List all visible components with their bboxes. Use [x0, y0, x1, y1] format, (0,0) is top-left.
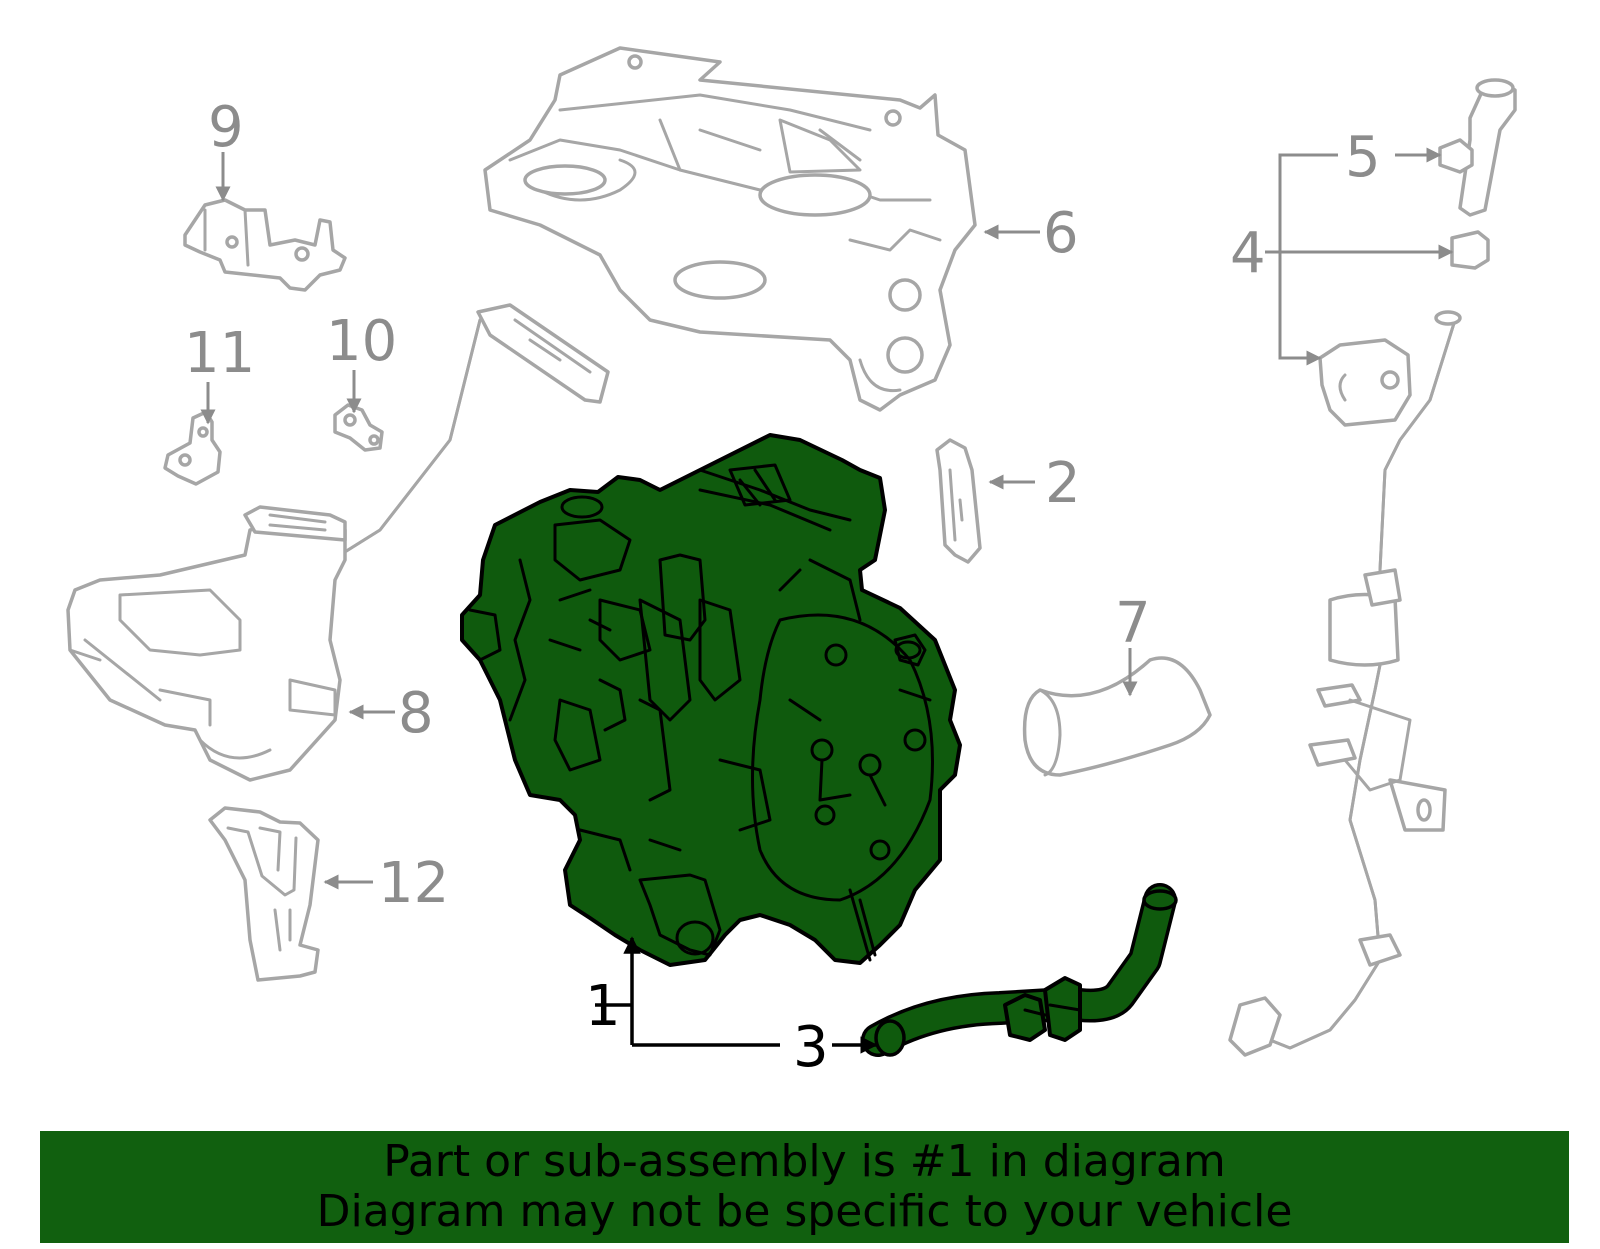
part-8-reservoir [66, 303, 610, 782]
callout-10: 10 [326, 309, 397, 374]
callout-5: 5 [1345, 125, 1381, 190]
part-1-transaxle-assembly [460, 433, 962, 967]
part-3-hose[interactable] [861, 883, 1178, 1057]
part-12-bracket [208, 806, 320, 982]
callout-7: 7 [1115, 591, 1151, 656]
callout-1: 1 [585, 974, 621, 1039]
banner-line-2: Diagram may not be specific to your vehi… [316, 1186, 1293, 1237]
callout-8: 8 [398, 681, 434, 746]
part-11-bracket [163, 410, 222, 486]
callout-6: 6 [1043, 201, 1079, 266]
part-6-engine-cover [483, 46, 977, 412]
callout-4: 4 [1230, 221, 1266, 286]
leader-lines [200, 147, 1454, 1054]
callout-11: 11 [184, 321, 255, 386]
part-4-tube-assembly [1228, 78, 1517, 1057]
callout-3: 3 [793, 1015, 829, 1080]
part-2-sensor [935, 438, 982, 564]
part-7-hose [1022, 656, 1212, 777]
callout-9: 9 [208, 95, 244, 160]
info-banner: Part or sub-assembly is #1 in diagram Di… [40, 1131, 1569, 1243]
callout-labels: 1 2 3 4 5 6 7 8 9 10 11 12 [184, 95, 1381, 1080]
part-10-bracket [333, 403, 384, 452]
callout-2: 2 [1045, 451, 1081, 516]
banner-line-1: Part or sub-assembly is #1 in diagram [383, 1136, 1226, 1187]
callout-12: 12 [378, 851, 449, 916]
part-9-bracket [183, 198, 347, 292]
